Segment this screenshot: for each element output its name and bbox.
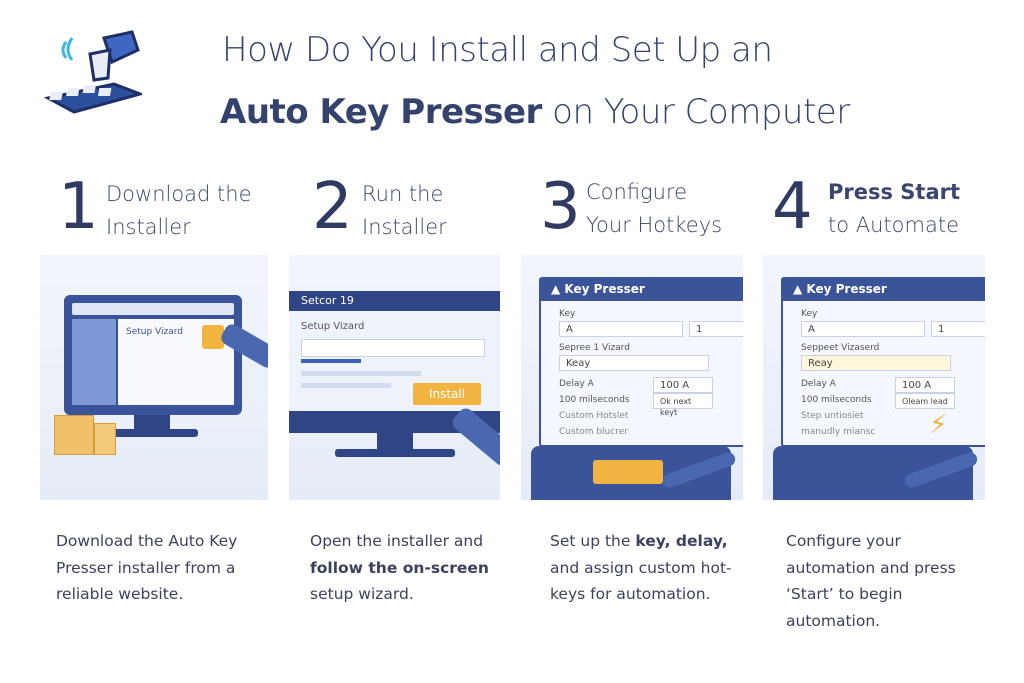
label-line: Installer (106, 215, 191, 239)
lightning-bolt-icon: ⚡ (929, 410, 948, 440)
section-label: Seppeet Vizaserd (801, 343, 880, 353)
status-field: Ok next keyt (653, 393, 713, 417)
count-field[interactable]: 1 (689, 321, 743, 337)
monitor: Setup Vizard (64, 295, 242, 415)
package-box-icon (54, 415, 94, 455)
desc-bold: key, delay, (635, 532, 728, 550)
desc-text: Set up the (550, 532, 636, 550)
step-2-description: Open the installer and follow the on-scr… (310, 528, 530, 608)
step-3-description: Set up the key, delay, and assign custom… (550, 528, 740, 608)
step-3-illustration: ▲ Key Presser Key A 1 Sepree 1 Vizard Ke… (521, 255, 743, 500)
delay-label: Delay A (559, 379, 594, 389)
download-icon (202, 325, 224, 349)
desc-text: setup wizard. (310, 585, 414, 603)
window-titlebar: ▲ Key Presser (541, 279, 743, 301)
title-bold: Auto Key Presser (220, 92, 542, 132)
step-number: 1 (58, 170, 99, 244)
window-title: Key Presser (564, 282, 645, 296)
title-line-1: How Do You Install and Set Up an (222, 30, 773, 70)
desc-bold: follow the on-screen (310, 558, 489, 577)
key-presser-window: ▲ Key Presser Key A 1 Seppeet Vizaserd R… (781, 277, 985, 447)
key-label: Key (559, 309, 576, 319)
robot-keyboard-logo (43, 28, 145, 116)
option[interactable]: 100 milseconds (559, 395, 630, 405)
mode-select[interactable]: Reay (801, 355, 951, 371)
delay-field[interactable]: 100 A (653, 377, 713, 393)
label-line: Run the (362, 182, 444, 206)
key-select[interactable]: A (559, 321, 683, 337)
section-label: Sepree 1 Vizard (559, 343, 630, 353)
highlighted-key (593, 460, 663, 484)
window-titlebar: ▲ Key Presser (783, 279, 985, 301)
step-number: 4 (772, 170, 813, 244)
step-2-illustration: Setcor 19 Setup Vizard Install (289, 255, 500, 500)
key-presser-window: ▲ Key Presser Key A 1 Sepree 1 Vizard Ke… (539, 277, 743, 447)
step-4-heading: 4 Press Start to Automate (772, 172, 992, 242)
option[interactable]: Custom blucrer (559, 427, 628, 437)
label-line: Download the (106, 182, 252, 206)
key-label: Key (801, 309, 818, 319)
step-number: 2 (312, 170, 353, 244)
mode-select[interactable]: Keay (559, 355, 709, 371)
progress-bar (301, 359, 361, 363)
step-4-illustration: ▲ Key Presser Key A 1 Seppeet Vizaserd R… (763, 255, 985, 500)
step-1-description: Download the Auto Key Presser installer … (56, 532, 238, 603)
install-button[interactable]: Install (413, 383, 481, 405)
status-field: Oleam lead (895, 393, 955, 409)
title-line-2: Auto Key Presser on Your Computer (220, 92, 850, 132)
wizard-subtitle: Setup Vizard (301, 321, 365, 332)
delay-field[interactable]: 100 A (895, 377, 955, 393)
key-select[interactable]: A (801, 321, 925, 337)
step-number: 3 (540, 170, 581, 244)
desc-text: and assign custom hot-keys for automatio… (550, 558, 732, 604)
option[interactable]: manudly miansc (801, 427, 876, 437)
count-field[interactable]: 1 (931, 321, 985, 337)
option[interactable]: Custom Hotslet (559, 411, 629, 421)
title-rest: on Your Computer (541, 92, 850, 132)
window-title: Setup Vizard (126, 327, 184, 337)
window-titlebar: Setcor 19 (289, 291, 500, 311)
label-bold: Press Start (828, 180, 961, 204)
desc-text: Open the installer and (310, 532, 484, 550)
window-title: Key Presser (806, 282, 887, 296)
step-label: Press Start to Automate (828, 176, 960, 242)
step-4-description: Configure your automation and press ‘Sta… (786, 532, 956, 630)
label-line: Your Hotkeys (586, 213, 723, 237)
delay-label: Delay A (801, 379, 836, 389)
label-line: to Automate (828, 213, 959, 237)
option[interactable]: 100 milseconds (801, 395, 872, 405)
option[interactable]: Step untiosiet (801, 411, 864, 421)
step-1-illustration: Setup Vizard (40, 255, 268, 500)
label-line: Installer (362, 215, 447, 239)
label-line: Configure (586, 180, 688, 204)
